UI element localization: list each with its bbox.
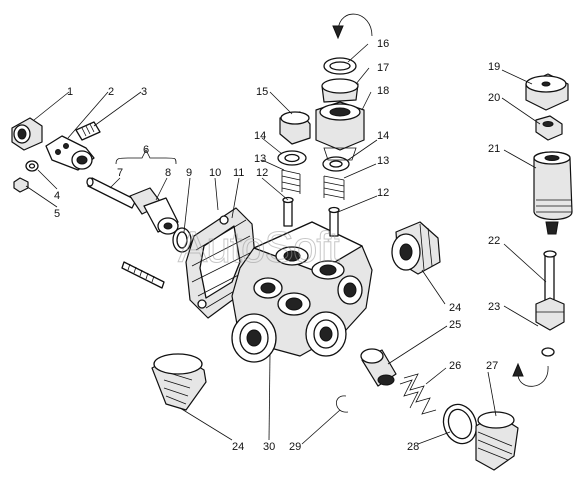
callout-1: 1 [67,86,73,98]
part-26-spring [399,373,437,415]
part-3-bolt [75,121,101,141]
watermark-text: AutoSoft [178,223,340,272]
part-15-plug [279,111,311,145]
part-22-stem [543,250,557,303]
callout-30: 30 [263,441,275,453]
part-20-nut [535,115,563,141]
callout-12-right: 12 [377,187,389,199]
part-8-valve-fitting [129,187,179,235]
callout-11: 11 [233,167,244,179]
part-23-nut-stem-base [535,297,565,357]
callout-14-left: 14 [254,130,266,142]
part-21-housing [533,151,573,235]
part-27-plug [475,411,519,471]
callout-2: 2 [108,86,114,98]
callout-24-right: 24 [449,302,461,314]
callout-22: 22 [488,235,500,247]
callout-18: 18 [377,85,389,97]
part-13-spring-left [281,169,301,194]
part-14-washer-left [277,150,307,166]
part-12-pin-right [328,206,340,237]
callout-16: 16 [377,38,389,50]
callout-19: 19 [488,61,500,73]
part-16-seal-ring [323,57,357,75]
callout-21: 21 [488,143,500,155]
callout-29: 29 [289,441,301,453]
callout-15: 15 [256,86,268,98]
callout-23: 23 [488,301,500,313]
callout-27: 27 [486,360,498,372]
callout-25: 25 [449,319,461,331]
callout-13-right: 13 [377,155,389,167]
part-1-cap-nut [11,117,43,151]
part-17-cap [321,78,359,103]
callout-9: 9 [186,167,192,179]
rotation-arrow-top [332,13,373,40]
part-28-o-ring [442,403,478,445]
callout-6: 6 [143,144,149,156]
callout-26: 26 [449,360,461,372]
part-30-main-body [231,221,373,363]
callout-4: 4 [54,190,60,202]
callout-13-left: 13 [254,153,266,165]
part-25-sleeve [360,348,397,387]
part-2-clamp-bracket [45,135,95,171]
callout-7: 7 [117,167,123,179]
callout-24-left: 24 [232,441,244,453]
part-14-washer-right [322,156,350,172]
part-18-nut [315,101,365,161]
part-29-clip [336,395,349,413]
callout-20: 20 [488,92,500,104]
callout-labels: 1 2 3 4 5 6 7 8 9 10 11 12 12 13 13 14 1… [54,38,500,453]
callout-28: 28 [407,441,419,453]
part-4-washer [25,160,39,172]
part-5-small-nut [13,177,29,193]
callout-8: 8 [165,167,171,179]
part-9-o-ring [172,227,192,253]
part-19-cap-block [525,73,569,111]
rotation-arrow-bottom [512,362,549,387]
leader-lines [25,43,547,445]
callout-17: 17 [377,62,389,74]
part-12-pin-left [282,196,294,227]
part-13-spring-right [323,175,345,200]
part-7-stem-pin [86,177,137,209]
part-24-plug-left [151,353,207,411]
callout-5: 5 [54,208,60,220]
callout-10: 10 [209,167,221,179]
callout-3: 3 [141,86,147,98]
threaded-rod [121,261,165,289]
callout-14-right: 14 [377,130,389,142]
callout-12-left: 12 [256,167,268,179]
part-24-fitting-right [391,221,441,275]
